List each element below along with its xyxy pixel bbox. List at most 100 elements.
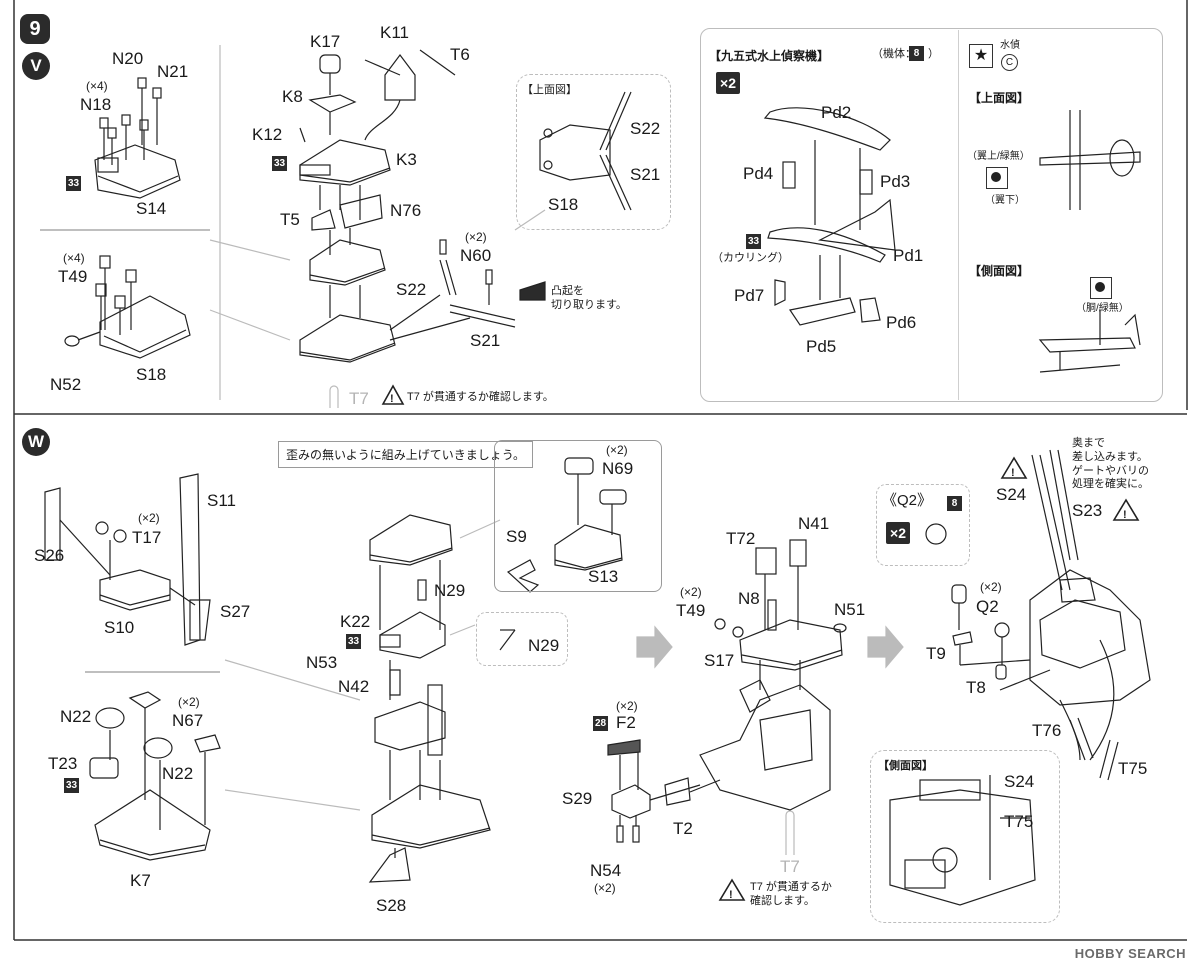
part-q2: Q2 [976,597,999,616]
part-n69-count: (×2) [606,443,628,457]
cowling-label: （カウリング） [712,252,789,264]
part-t49: T49 [58,267,88,286]
part-k22: K22 [340,612,371,631]
aircraft-side-view-title: 【側面図】 [969,264,1030,278]
part-t2: T2 [673,819,693,838]
svg-text:!: ! [390,393,394,405]
cut-note-line1: 凸起を [551,285,584,297]
part-k7: K7 [130,871,151,890]
inset-part-s18: S18 [548,195,579,214]
part-s27: S27 [220,602,251,621]
part-s23: S23 [1072,501,1103,520]
part-s26: S26 [34,546,65,565]
part-n20: N20 [112,49,144,68]
part-n52: N52 [50,375,82,394]
hinomaru-decal-icon [1090,277,1112,299]
part-n60-count: (×2) [465,230,487,244]
part-n18-count: (×4) [86,79,108,93]
part-k11: K11 [380,23,409,42]
section-w-badge: W [22,428,50,456]
part-pd3: Pd3 [880,172,911,191]
part-k12: K12 [252,125,283,144]
part-s28: S28 [376,896,407,915]
part-n29-inset: N29 [528,636,560,655]
part-s22: S22 [396,280,427,299]
t7-note-line1: T7 が貫通するか [750,881,832,893]
star-badge-icon: ★ [969,44,993,68]
side-part-t75: T75 [1004,812,1034,831]
part-s18: S18 [136,365,167,384]
part-t7-ghost-w: T7 [780,857,800,876]
top-view-inset [516,74,671,230]
aircraft-multiplier: ×2 [716,72,740,94]
cut-note-line2: 切り取ります。 [551,298,627,311]
q2-body-badge: 8 [947,496,962,511]
wing-lower-label: （翼下） [985,195,1025,206]
part-n41: N41 [798,514,830,533]
part-s29: S29 [562,789,593,808]
part-n54: N54 [590,861,622,880]
part-n42: N42 [338,677,370,696]
part-t49: T49 [676,601,706,620]
part-t75: T75 [1118,759,1148,778]
wing-upper-label: （翼上/緑無） [967,151,1030,162]
part-n53: N53 [306,653,338,672]
part-s17: S17 [704,651,735,670]
part-t76: T76 [1032,721,1062,740]
part-t49-count: (×4) [63,251,85,265]
part-t49-count: (×2) [680,585,702,599]
part-n54-count: (×2) [594,881,616,895]
aircraft-panel [700,28,1163,402]
svg-text:!: ! [1011,467,1015,479]
insert-note-line1: 奥まで [1072,437,1105,449]
part-n51: N51 [834,600,866,619]
part-s14: S14 [136,199,167,218]
marking-label: 水偵 [1000,40,1020,51]
part-s21: S21 [470,331,501,350]
part-f2: F2 [616,713,636,732]
q2-multiplier: ×2 [886,522,910,544]
paint-badge-33: 33 [66,176,81,191]
part-n69: N69 [602,459,634,478]
part-n60: N60 [460,246,492,265]
part-s13: S13 [588,567,619,586]
paint-badge-28: 28 [593,716,608,731]
t7-check-note: T7 が貫通するか確認します。 [407,391,554,403]
t7-check-note-w: T7 が貫通するか 確認します。 [750,881,832,909]
part-n67: N67 [172,711,204,730]
part-s10: S10 [104,618,135,637]
part-n67-count: (×2) [178,695,200,709]
aircraft-panel-divider [958,30,959,400]
part-k17: K17 [310,32,341,51]
part-s9: S9 [506,527,527,546]
part-q2-count: (×2) [980,580,1002,594]
aircraft-body-label: （機体： [872,48,916,60]
part-pd2: Pd2 [821,103,852,122]
aircraft-top-view-title: 【上面図】 [969,91,1030,105]
part-pd6: Pd6 [886,313,917,332]
aircraft-body-close: ） [928,48,939,60]
insert-note: 奥まで 差し込みます。 ゲートやバリの 処理を確実に。 [1072,437,1149,492]
t7-note-line2: 確認します。 [750,894,815,907]
svg-text:!: ! [1123,509,1127,521]
part-pd1: Pd1 [893,246,924,265]
marking-code: C [1001,54,1018,71]
part-n22-a: N22 [60,707,92,726]
part-t17: T17 [132,528,162,547]
aircraft-title: 【九五式水上偵察機】 [709,49,830,63]
part-t6: T6 [450,45,470,64]
part-n76: N76 [390,201,422,220]
side-view-title: 【側面図】 [878,760,933,772]
part-t72: T72 [726,529,756,548]
part-n8: N8 [738,589,760,608]
part-t5: T5 [280,210,300,229]
q2-title: 《Q2》 [882,492,933,509]
part-n22-b: N22 [162,764,194,783]
insert-note-line3: ゲートやバリの [1072,464,1149,477]
part-s11: S11 [207,491,236,510]
n29-inset [476,612,568,666]
aircraft-body-badge: 8 [909,46,924,61]
part-n29: N29 [434,581,466,600]
cut-note: 凸起を 切り取ります。 [551,285,627,313]
